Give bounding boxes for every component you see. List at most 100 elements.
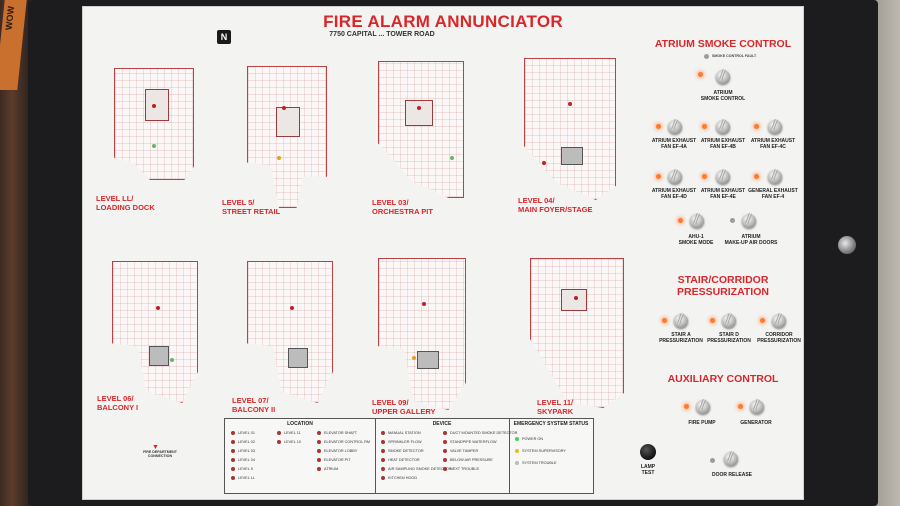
legend-item: LEVEL 11 — [277, 431, 301, 435]
north-arrow-icon: N — [217, 30, 231, 44]
legend-item: LEVEL 5 — [231, 467, 253, 471]
legend-item: VALVE TAMPER — [443, 449, 478, 453]
plan-indicator — [450, 156, 454, 160]
floor-plan-level-5 — [247, 66, 327, 208]
generator-lamp — [738, 404, 743, 409]
legend-item: BELOW AIR PRESSURE — [443, 458, 493, 462]
stair-a-lamp — [662, 318, 667, 323]
level-label-03: LEVEL 03/ ORCHESTRA PIT — [372, 198, 433, 216]
plan-indicator — [574, 296, 578, 300]
fan-ef4a-switch[interactable] — [668, 120, 682, 134]
make-up-lamp — [730, 218, 735, 223]
legend-item: MANUAL STATION — [381, 431, 421, 435]
floor-plan-level-06 — [112, 261, 198, 403]
level-label-04: LEVEL 04/ MAIN FOYER/STAGE — [518, 196, 593, 214]
legend-item: ELEVATOR LOBBY — [317, 449, 357, 453]
wall-left: WOW — [0, 0, 30, 506]
stair-heading: STAIR/CORRIDOR PRESSURIZATION — [677, 274, 769, 298]
door-release-switch[interactable] — [724, 452, 738, 466]
smoke-control-fault-label: SMOKE CONTROL FAULT — [712, 54, 757, 58]
door-release-label: DOOR RELEASE — [711, 472, 752, 478]
level-label-07: LEVEL 07/ BALCONY II — [232, 396, 276, 414]
legend-item: ATRIUM — [317, 467, 338, 471]
panel-title: FIRE ALARM ANNUNCIATOR — [323, 12, 563, 31]
atrium-main-label: ATRIUM SMOKE CONTROL — [700, 90, 746, 102]
legend-status-header: EMERGENCY SYSTEM STATUS — [513, 421, 589, 427]
fault-lamp — [704, 54, 709, 59]
level-label-06: LEVEL 06/ BALCONY I — [97, 394, 139, 412]
fan-ef4-label: GENERAL EXHAUST FAN EF-4 — [748, 188, 798, 200]
fan-ef4b-switch[interactable] — [716, 120, 730, 134]
legend-item: KITCHEN HOOD — [381, 476, 417, 480]
fan-lamp — [702, 174, 707, 179]
plan-indicator — [568, 102, 572, 106]
legend-item: ELEVATOR CONTROL RM — [317, 440, 370, 444]
legend-item: ELEVATOR SHAFT — [317, 431, 357, 435]
fan-lamp — [656, 124, 661, 129]
fan-lamp — [754, 174, 759, 179]
floor-plan-level-07 — [247, 261, 333, 403]
legend-item: LEVEL LL — [231, 476, 255, 480]
legend-item: SMOKE DETECTOR — [381, 449, 424, 453]
atrium-make-up-doors-switch[interactable] — [742, 214, 756, 228]
plan-indicator — [290, 306, 294, 310]
legend-location-header: LOCATION — [287, 421, 313, 427]
level-label-09: LEVEL 09/ UPPER GALLERY — [372, 398, 436, 416]
legend-item: DUCT MOUNTED SMOKE DETECTOR — [443, 431, 517, 435]
lamp-test-button[interactable] — [640, 444, 656, 460]
legend-device-col: DEVICE MANUAL STATION SPRINKLER FLOW SMO… — [375, 419, 517, 493]
fan-ef4d-label: ATRIUM EXHAUST FAN EF-4D — [651, 188, 697, 200]
cabinet-lock-icon[interactable] — [838, 236, 856, 254]
fan-ef4a-label: ATRIUM EXHAUST FAN EF-4A — [651, 138, 697, 150]
fan-ef4d-switch[interactable] — [668, 170, 682, 184]
plan-indicator — [170, 358, 174, 362]
plan-indicator — [277, 156, 281, 160]
fire-department-connection-label: FIRE DEPARTMENT CONNECTION — [143, 450, 177, 458]
corridor-switch[interactable] — [772, 314, 786, 328]
level-label-11: LEVEL 11/ SKYPARK — [537, 398, 574, 416]
legend-item: NEXT TROUBLE — [443, 467, 479, 471]
strap-text: WOW — [3, 6, 17, 30]
floor-plan-level-09 — [378, 258, 466, 410]
stair-d-lamp — [710, 318, 715, 323]
fire-pump-switch[interactable] — [696, 400, 710, 414]
floor-plan-level-ll — [114, 68, 194, 180]
ahu-label: AHU-1 SMOKE MODE — [678, 234, 714, 246]
stair-d-switch[interactable] — [722, 314, 736, 328]
floor-plan-level-03 — [378, 61, 464, 198]
legend-item: SYSTEM TROUBLE — [515, 461, 557, 465]
legend-item: LEVEL 04 — [231, 458, 255, 462]
fan-lamp — [754, 124, 759, 129]
legend-table: LOCATION LEVEL 01 LEVEL 02 LEVEL 03 LEVE… — [224, 418, 594, 494]
atrium-heading: ATRIUM SMOKE CONTROL — [654, 38, 792, 50]
fire-pump-label: FIRE PUMP — [688, 420, 716, 426]
level-label-ll: LEVEL LL/ LOADING DOCK — [96, 194, 155, 212]
fan-lamp — [702, 124, 707, 129]
plan-indicator — [152, 144, 156, 148]
door-release-lamp — [710, 458, 715, 463]
legend-status-col: EMERGENCY SYSTEM STATUS POWER ON SYSTEM … — [509, 419, 593, 493]
plan-indicator — [152, 104, 156, 108]
plan-indicator — [542, 161, 546, 165]
legend-device-header: DEVICE — [432, 421, 452, 427]
fan-ef4-switch[interactable] — [768, 170, 782, 184]
floor-plan-level-11 — [530, 258, 624, 408]
legend-item: LEVEL 03 — [231, 449, 255, 453]
ahu-smoke-mode-switch[interactable] — [690, 214, 704, 228]
generator-switch[interactable] — [750, 400, 764, 414]
legend-item: AIR SAMPLING SMOKE DETECTOR — [381, 467, 452, 471]
fan-ef4c-switch[interactable] — [768, 120, 782, 134]
plan-indicator — [156, 306, 160, 310]
corridor-label: CORRIDOR PRESSURIZATION — [757, 332, 801, 344]
atrium-main-lamp — [698, 72, 703, 77]
atrium-smoke-control-switch[interactable] — [716, 70, 730, 84]
stair-a-switch[interactable] — [674, 314, 688, 328]
make-up-label: ATRIUM MAKE-UP AIR DOORS — [724, 234, 778, 246]
floor-plan-level-04 — [524, 58, 616, 200]
fan-ef4c-label: ATRIUM EXHAUST FAN EF-4C — [750, 138, 796, 150]
legend-item: STANDPIPE WATERFLOW — [443, 440, 497, 444]
fan-ef4e-switch[interactable] — [716, 170, 730, 184]
ahu-lamp — [678, 218, 683, 223]
generator-label: GENERATOR — [740, 420, 772, 426]
fan-lamp — [656, 174, 661, 179]
